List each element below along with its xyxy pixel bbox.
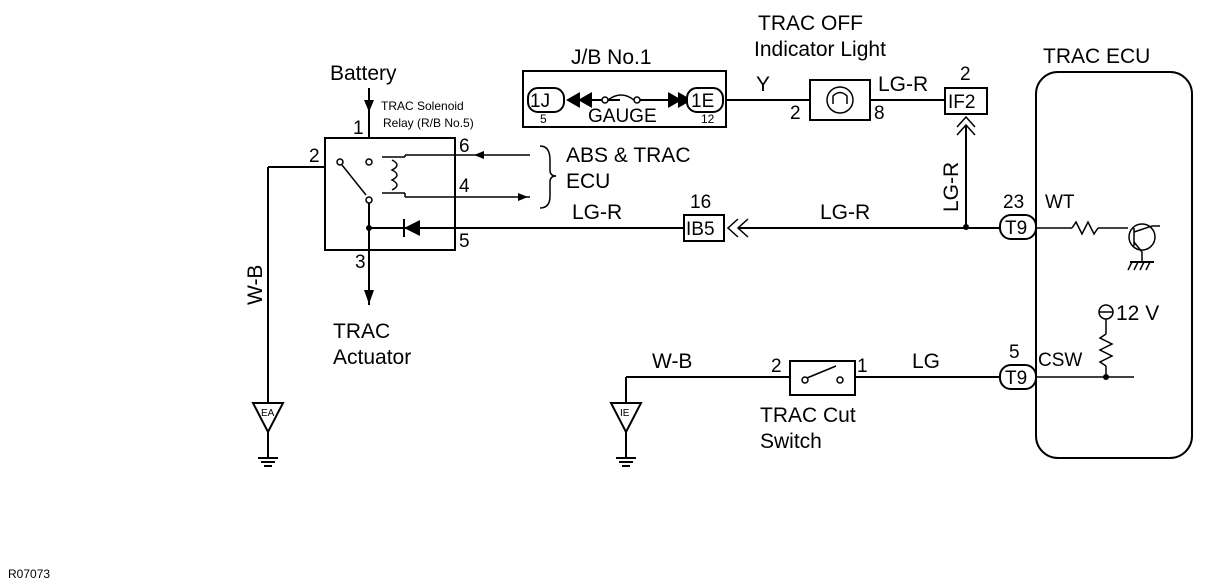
ecu-signal-csw: CSW [1038,350,1082,371]
jb-right-connector: 1E [691,91,714,112]
wire-label-lg-r-mid: LG-R [820,201,870,224]
indicator-line1: TRAC OFF [758,12,863,35]
relay-pin-2: 2 [309,146,320,167]
connector-if2-code: IF2 [948,92,975,113]
connector-if2 [944,87,988,115]
connector-t9-csw-code: T9 [1005,368,1027,389]
jb-right-pin: 12 [701,112,715,126]
actuator-line1: TRAC [333,320,390,343]
connector-if2-pin: 2 [960,64,971,85]
ground-ea-icon [251,402,285,467]
trac-solenoid-relay [324,137,456,251]
indicator-pin-in: 2 [790,103,801,124]
connector-t9-wt-code: T9 [1005,218,1027,239]
actuator-line2: Actuator [333,346,411,369]
relay-pin-5: 5 [459,231,470,252]
abs-ecu-wires [455,145,557,209]
ecu-title: TRAC ECU [1043,45,1150,68]
jb-left-connector: 1J [530,91,550,112]
pull-up-resistor [1098,304,1114,380]
connector-ib5-pin: 16 [690,192,711,213]
relay-pin-1: 1 [353,118,364,139]
jb-title: J/B No.1 [571,46,652,69]
connector-t9-wt [999,214,1037,240]
wire-label-lg: LG [912,350,940,373]
cut-switch-line2: Switch [760,430,822,453]
battery-label: Battery [330,62,397,85]
ground-ea-label: EA [261,408,275,419]
ground-ie-label: IE [620,408,630,419]
figure-code: R07073 [8,567,50,581]
wire-label-y: Y [756,73,770,96]
jb-fuse-label: GAUGE [588,106,657,127]
ecu-voltage: 12 V [1116,302,1159,325]
abs-trac-ecu-line1: ABS & TRAC [566,144,690,167]
indicator-bulb-icon [809,79,871,121]
relay-name-line2: Relay (R/B No.5) [383,116,474,130]
wire-label-lg-r-relay: LG-R [572,201,622,224]
indicator-line2: Indicator Light [754,38,886,61]
ecu-signal-wt: WT [1045,192,1075,213]
connector-ib5 [683,214,725,242]
trac-ecu-box [1035,71,1193,459]
jb-left-pin: 5 [540,112,547,126]
wire-label-lg-r-vertical: LG-R [940,162,963,212]
wire-w-b-left [267,166,325,403]
abs-trac-ecu-line2: ECU [566,170,610,193]
relay-pin-4: 4 [459,176,470,197]
cut-switch-pin-left: 2 [771,356,782,377]
ground-ie-icon [609,402,643,467]
wire-label-w-b-left: W-B [244,265,267,305]
junction-block-no1 [522,70,727,128]
relay-pin-6: 6 [459,136,470,157]
wt-transistor-circuit [1036,220,1160,271]
connector-ib5-code: IB5 [686,219,715,240]
cut-switch-line1: TRAC Cut [760,404,856,427]
cut-switch-pin-right: 1 [857,356,868,377]
trac-cut-switch-icon [789,360,856,396]
wire-label-w-b-bottom: W-B [652,350,692,373]
wire-lg-r-mid [726,218,1000,238]
relay-pin-3: 3 [355,252,366,273]
connector-t9-wt-pin: 23 [1003,192,1024,213]
wire-w-b-bottom [625,376,790,403]
connector-t9-csw-pin: 5 [1009,342,1020,363]
actuator-wire [364,250,374,305]
wire-label-lg-r-top: LG-R [878,73,928,96]
relay-name-line1: TRAC Solenoid [381,99,464,113]
indicator-pin-out: 8 [874,103,885,124]
